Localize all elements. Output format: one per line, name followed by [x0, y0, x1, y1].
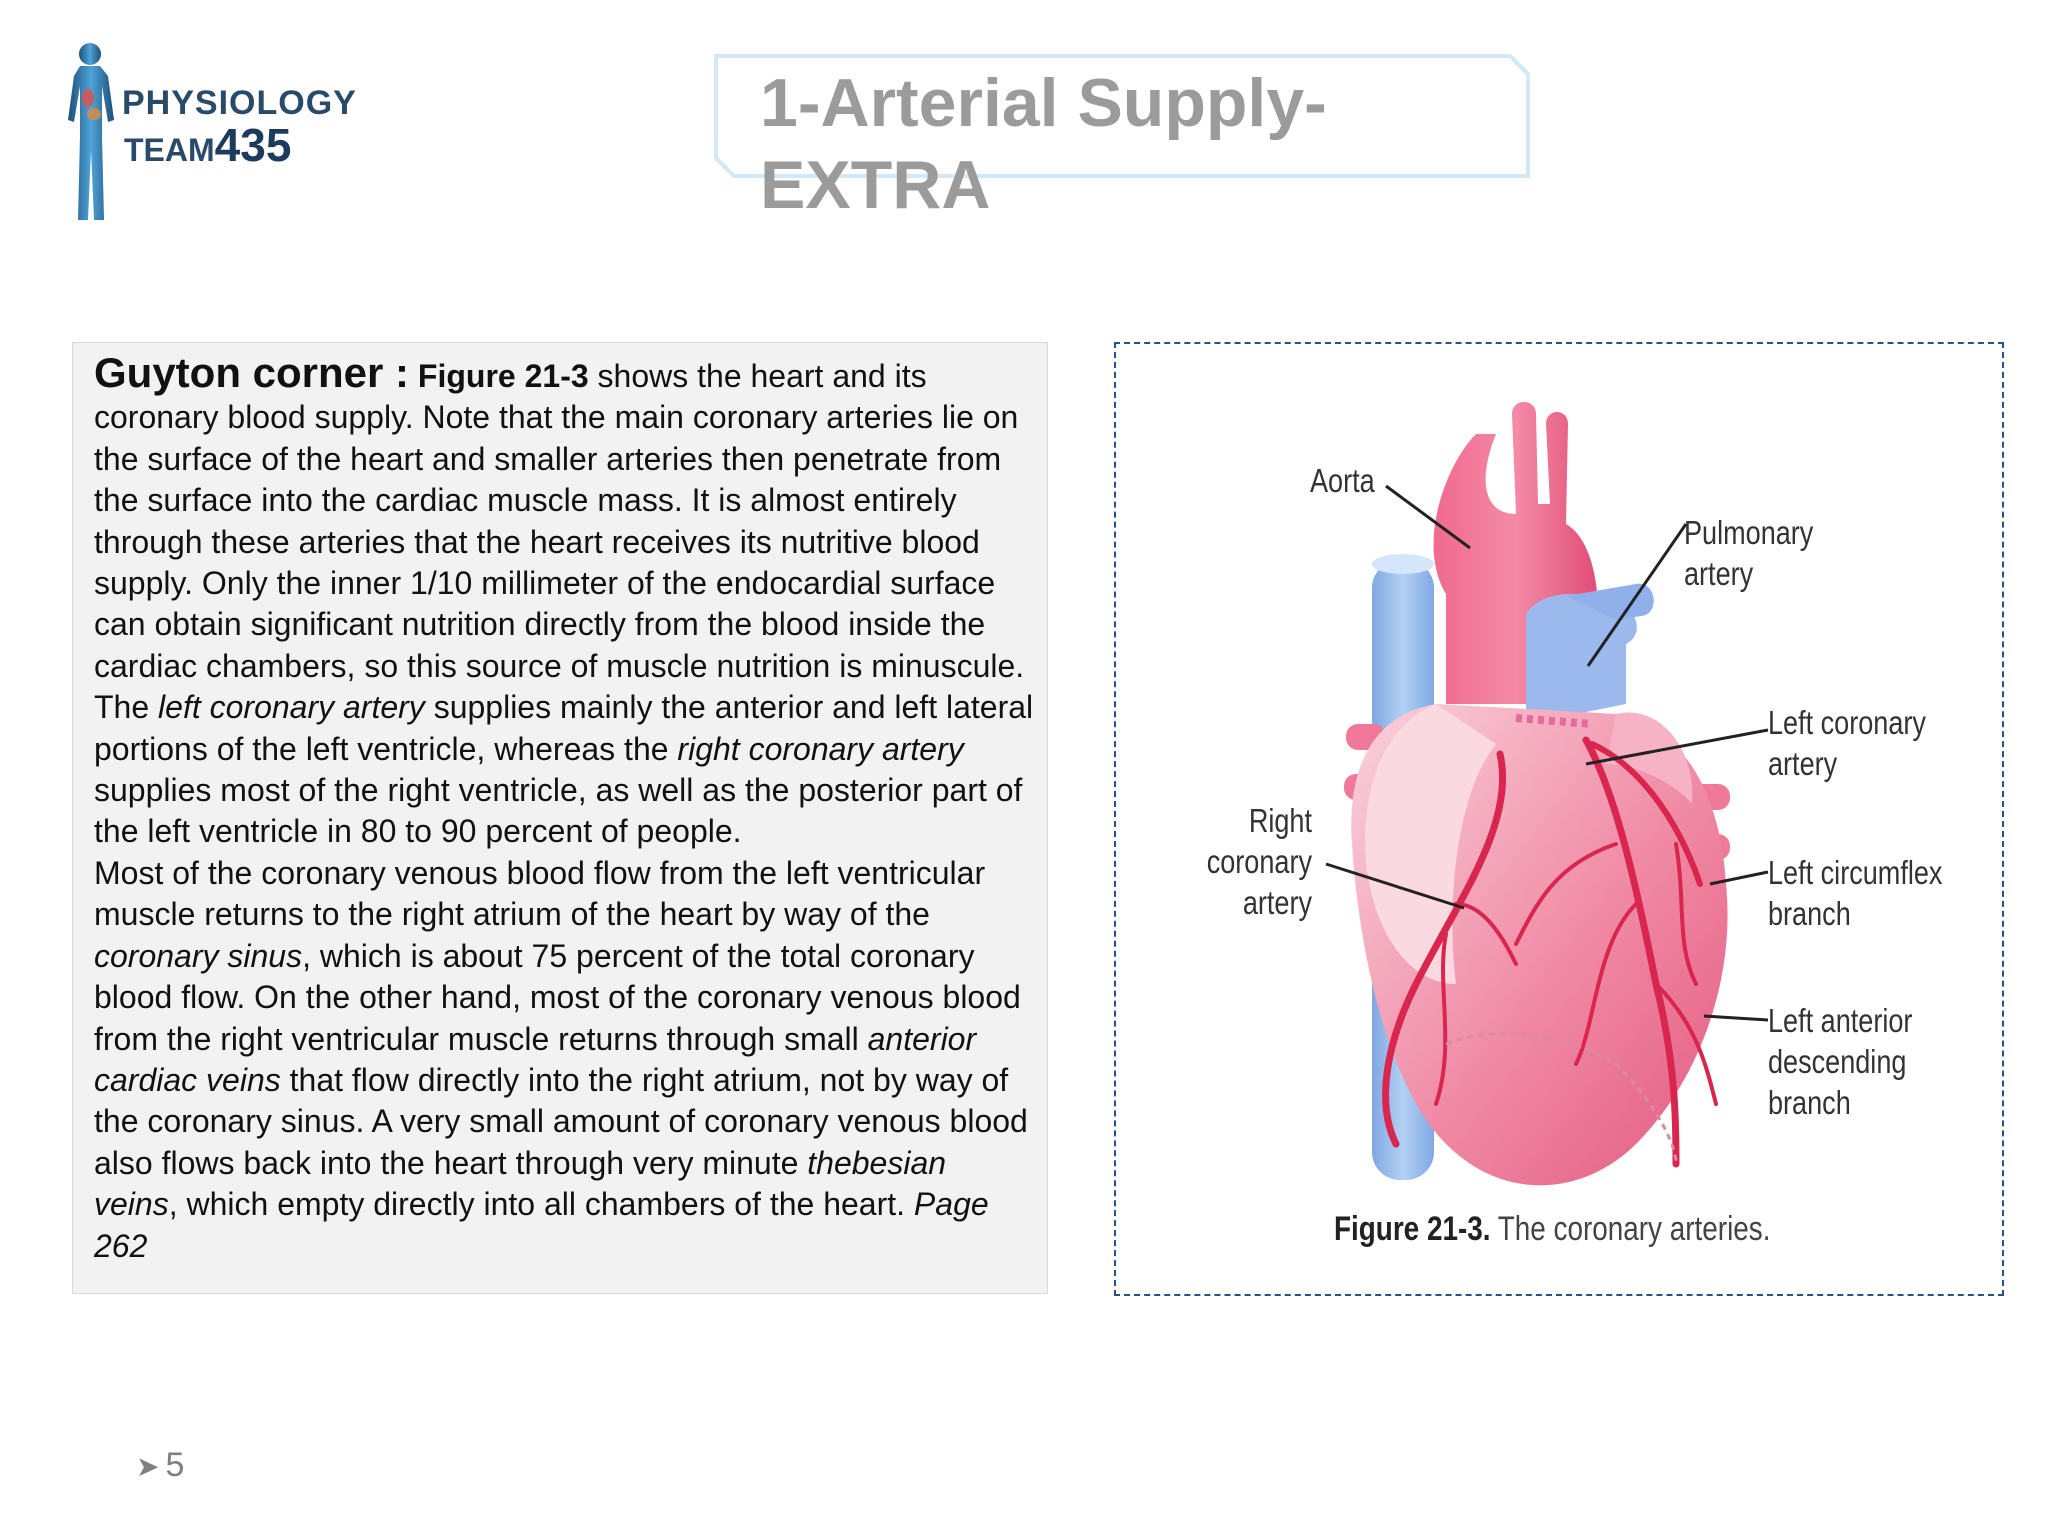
team-logo: PHYSIOLOGY TEAM435 — [44, 40, 384, 230]
term-anterior-cardiac-veins: anterior cardiac veins — [94, 1020, 977, 1098]
logo-line1: PHYSIOLOGY — [122, 84, 357, 122]
text-panel — [72, 342, 1048, 1294]
text-run: supplies mainly the anterior and left la… — [94, 689, 1034, 767]
arrow-bullet-icon: ➤ — [136, 1451, 160, 1482]
text-run: supplies most of the right ventricle, as… — [94, 772, 1023, 850]
term-thebesian-veins: thebesian veins — [94, 1144, 947, 1223]
heart-illustration — [1325, 402, 1769, 1186]
figure-caption: Figure 21-3. The coronary arteries. — [1334, 1210, 1771, 1248]
title-frame — [714, 54, 1530, 178]
page-title: 1-Arterial Supply-EXTRA — [760, 65, 1327, 223]
page-reference: Page 262 — [94, 1186, 989, 1264]
text-run: , which is about 75 percent of the total… — [94, 937, 1021, 1057]
text-run: shows the heart and its coronary blood s… — [94, 358, 1025, 726]
section-heading: Guyton corner : — [94, 349, 410, 396]
logo-line2: TEAM435 — [124, 119, 292, 171]
term-coronary-sinus: coronary sinus — [94, 937, 303, 974]
logo-number: 435 — [214, 119, 292, 171]
text-run: , which empty directly into all chambers… — [168, 1186, 914, 1223]
page-number: ➤5 — [136, 1446, 185, 1484]
text-run: Most of the coronary venous blood flow f… — [94, 854, 986, 933]
term-right-coronary: right coronary artery — [677, 730, 964, 767]
text-run: that flow directly into the right atrium… — [94, 1061, 1028, 1181]
term-left-coronary: left coronary artery — [158, 689, 425, 726]
human-figure-icon — [68, 43, 114, 220]
body-text: Guyton corner : Figure 21-3 shows the he… — [94, 352, 1034, 1267]
figure-reference: Figure 21-3 — [417, 358, 589, 394]
label-aorta: Aorta — [1310, 462, 1375, 499]
paragraph-2: Most of the coronary venous blood flow f… — [94, 853, 1034, 1267]
paragraph-1: Guyton corner : Figure 21-3 shows the he… — [94, 352, 1034, 853]
